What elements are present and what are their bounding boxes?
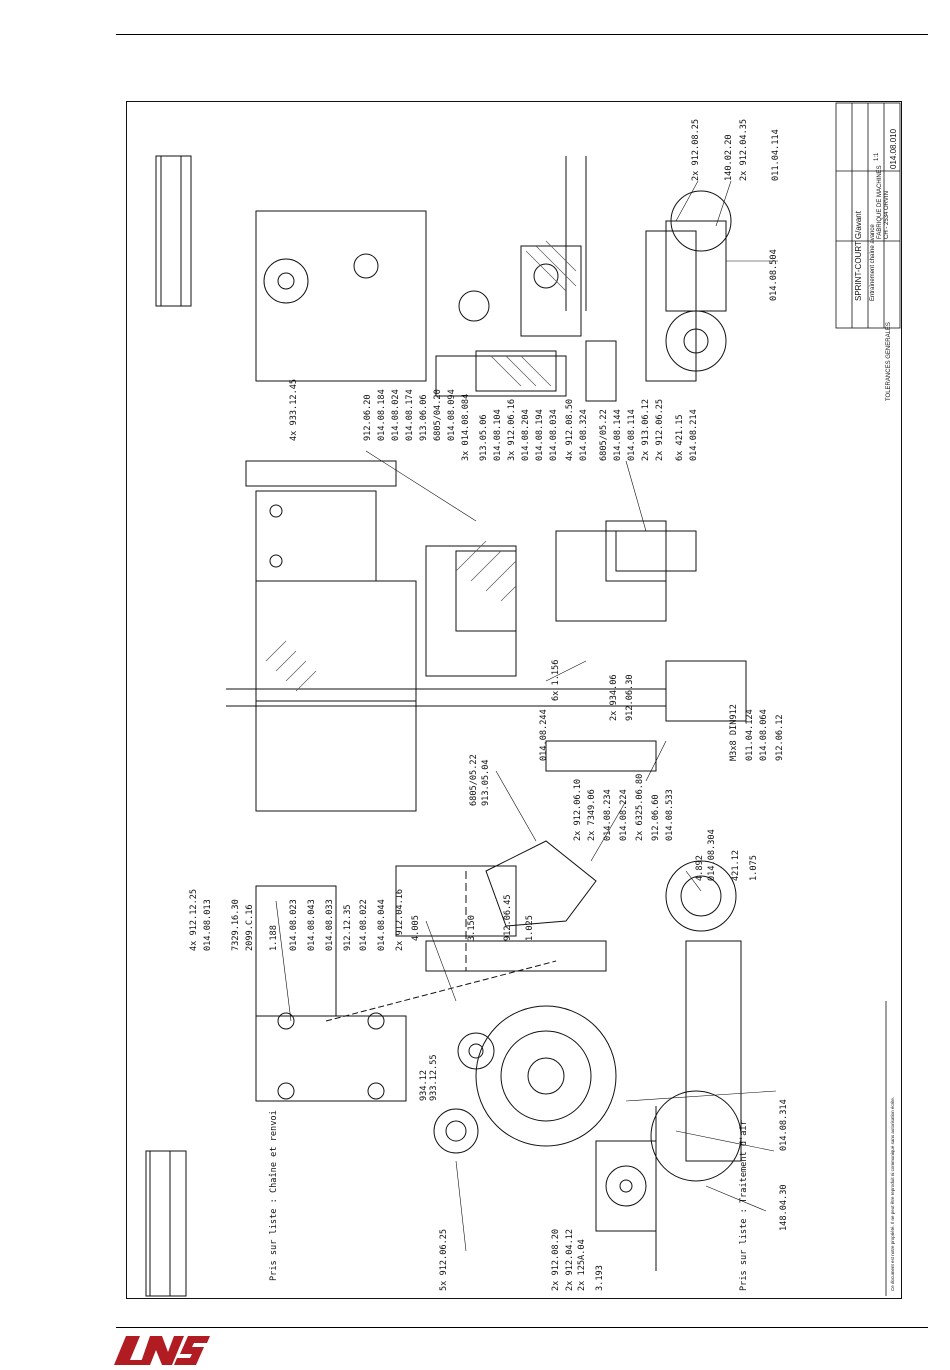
part-label: Pris sur liste : Chaîne et renvoi <box>269 1110 279 1281</box>
part-label: 7329.16.30 <box>231 899 241 951</box>
part-label: 014.08.533 <box>665 789 675 841</box>
lns-logo <box>114 1336 210 1365</box>
part-label: 2x 912.04.12 <box>565 1229 575 1291</box>
footer-rule <box>116 1327 928 1328</box>
part-label: 014.08.184 <box>377 389 387 441</box>
tolerances-text: TOLERANCES GENERALES <box>886 322 892 401</box>
part-label: 912.06.20 <box>363 394 373 441</box>
part-label: 2x 912.04.35 <box>739 119 749 181</box>
part-label: 4.005 <box>411 915 421 941</box>
part-label: 014.08.022 <box>359 899 369 951</box>
geometry <box>145 155 747 1297</box>
part-label: 014.08.094 <box>447 389 457 441</box>
part-label: 913.05.04 <box>481 759 491 806</box>
part-label: 148.04.30 <box>779 1184 789 1231</box>
part-label: 6805/05.22 <box>599 409 609 461</box>
part-label: 912.06.30 <box>625 674 635 721</box>
leader-lines <box>275 180 778 1252</box>
title-block <box>835 102 901 1296</box>
part-label: 4x 912.08.50 <box>565 399 575 461</box>
part-label: 014.08.064 <box>759 709 769 761</box>
part-label: 4x 912.12.25 <box>189 889 199 951</box>
part-label: 2x 913.06.12 <box>641 399 651 461</box>
company-address: CH - 2534 ORVIN <box>884 191 890 239</box>
part-label: 3.193 <box>595 1265 605 1291</box>
header-rule <box>116 34 928 35</box>
part-label: 6x 1.156 <box>551 660 561 701</box>
part-label: 2x 7349.06 <box>587 789 597 841</box>
part-label: 6805/05.22 <box>469 754 479 806</box>
part-label: 014.08.204 <box>521 409 531 461</box>
part-label: 011.04.124 <box>745 709 755 761</box>
mechanical-drawing: 2x 912.08.25 140.02.20 2x 912.04.35 011.04.… <box>145 102 901 1297</box>
part-label: 011.04.114 <box>771 129 781 181</box>
part-label: 014.08.224 <box>619 789 629 841</box>
scale-text: 1:1 <box>874 152 880 161</box>
part-label: 934.12 <box>419 1070 429 1101</box>
part-label: 014.08.144 <box>613 409 623 461</box>
part-label: 1.025 <box>525 915 535 941</box>
part-label: 3x 014.08.084 <box>461 394 471 461</box>
part-label: 913.06.06 <box>419 394 429 441</box>
part-label: 014.08.214 <box>689 409 699 461</box>
part-label: 140.02.20 <box>724 134 734 181</box>
hatching <box>265 240 577 692</box>
part-label: 421.12 <box>731 850 741 881</box>
ownership-note: Ce document est notre propriété. Il ne p… <box>890 1097 895 1291</box>
part-label: 2x 912.08.20 <box>551 1229 561 1291</box>
drawing-number: 014.08.010 <box>889 128 898 169</box>
part-label: 014.08.304 <box>707 829 717 881</box>
part-label: 014.08.234 <box>603 789 613 841</box>
part-label: 014.08.174 <box>405 389 415 441</box>
part-label: 014.08.013 <box>203 899 213 951</box>
part-label: 2x 912.04.16 <box>395 889 405 951</box>
part-label: 014.08.114 <box>627 409 637 461</box>
part-label: 014.08.244 <box>539 709 549 761</box>
part-label: 1.075 <box>749 855 759 881</box>
part-label: 014.08.023 <box>289 899 299 951</box>
title-text: SPRINT-COURT G/avant <box>854 210 863 301</box>
part-label: 2x 912.08.25 <box>691 119 701 181</box>
part-label: M3x8 DIN912 <box>729 704 739 761</box>
part-label: 4x 933.12.45 <box>289 379 299 441</box>
part-label: 5x 912.06.25 <box>439 1229 449 1291</box>
part-label: 912.06.60 <box>651 794 661 841</box>
part-label: 014.08.324 <box>579 409 589 461</box>
part-label: 2x 912.06.25 <box>655 399 665 461</box>
part-label: 4.892 <box>695 855 705 881</box>
part-labels: 2x 912.08.25 140.02.20 2x 912.04.35 011.04.… <box>189 119 789 1291</box>
part-label: 3.150 <box>467 915 477 941</box>
part-label: 014.08.034 <box>549 409 559 461</box>
part-label: 2x 125A.04 <box>577 1239 587 1291</box>
part-label: 2x 6325.06.80 <box>635 774 645 841</box>
subtitle-text: Entraînement chaîne avance <box>870 224 876 301</box>
part-label: 014.08.104 <box>493 409 503 461</box>
part-label: 2099.C.16 <box>245 904 255 951</box>
part-label: Pris sur liste : Traitement d'air <box>739 1120 749 1291</box>
part-label: 2x 912.06.10 <box>573 779 583 841</box>
part-label: 014.08.044 <box>377 899 387 951</box>
part-label: 933.12.55 <box>429 1054 439 1101</box>
part-label: 1.188 <box>269 925 279 951</box>
part-label: 912.06.12 <box>775 714 785 761</box>
part-label: 014.08.024 <box>391 389 401 441</box>
part-label: 912.12.35 <box>343 904 353 951</box>
company-name: FABRIQUE DE MACHINES <box>877 165 883 239</box>
part-label: 2x 934.06 <box>609 674 619 721</box>
part-label: 6x 421.15 <box>675 414 685 461</box>
part-label: 3x 912.06.16 <box>507 399 517 461</box>
title-block-text: SPRINT-COURT G/avant Entraînement chaîne… <box>854 128 898 1291</box>
part-label: 014.08.194 <box>535 409 545 461</box>
part-label: 014.08.314 <box>779 1099 789 1151</box>
part-label: 014.08.043 <box>307 899 317 951</box>
drawing-frame <box>126 101 902 1299</box>
part-label: 6805/04.20 <box>433 389 443 441</box>
part-label: 912.06.45 <box>503 894 513 941</box>
part-label: 014.08.504 <box>769 249 779 301</box>
part-label: 014.08.033 <box>325 899 335 951</box>
part-label: 913.05.06 <box>479 414 489 461</box>
